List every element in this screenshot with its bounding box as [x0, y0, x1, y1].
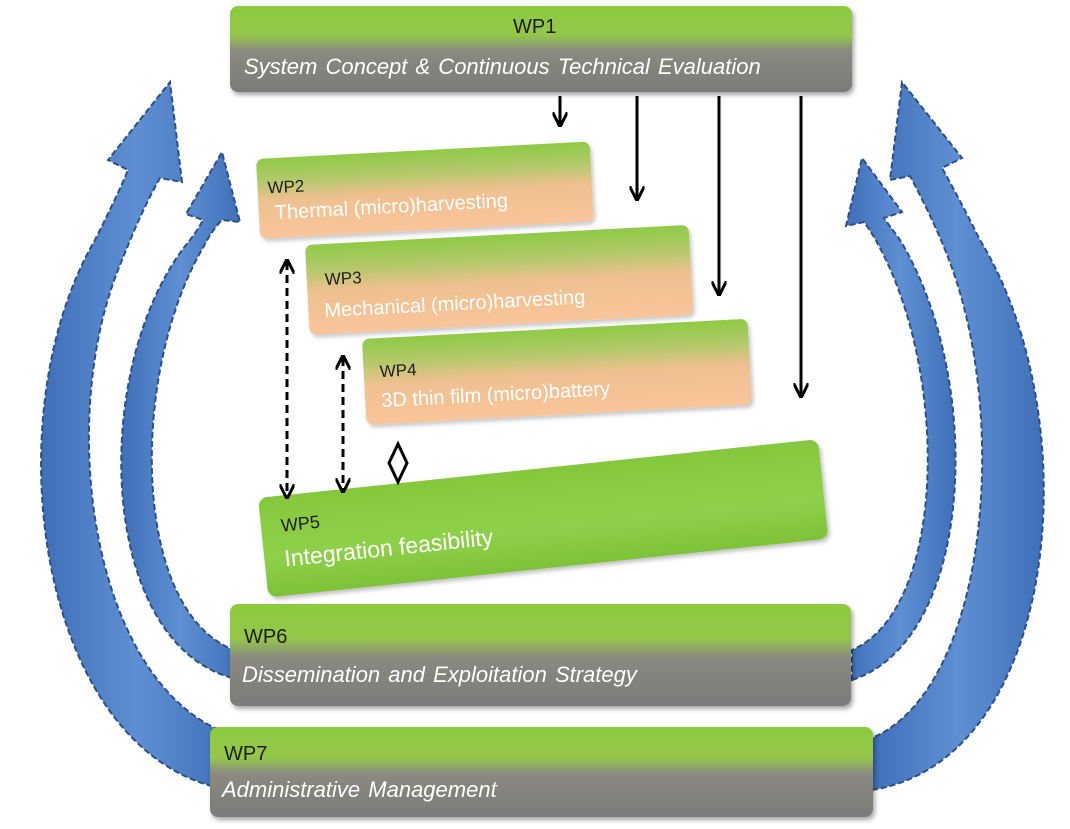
wp7-number: WP7: [224, 743, 268, 765]
inner-right-feedback-arrow: [844, 155, 957, 682]
wp6-title: Dissemination and Exploitation Strategy: [242, 662, 637, 687]
outer-left-feedback-arrow: [40, 79, 234, 792]
inner-left-feedback-arrow: [120, 149, 242, 680]
wp7-title: Administrative Management: [222, 777, 497, 802]
wp6-box: WP6 Dissemination and Exploitation Strat…: [230, 604, 851, 706]
arrow-wp4-wp5: [387, 440, 409, 486]
outer-right-feedback-arrow: [871, 79, 1045, 792]
wp7-box: WP7 Administrative Management: [210, 727, 873, 817]
wp1-number: WP1: [513, 16, 557, 38]
wp1-title: System Concept & Continuous Technical Ev…: [244, 54, 761, 79]
wp6-number: WP6: [244, 626, 288, 648]
wp1-box: WP1 System Concept & Continuous Technica…: [230, 6, 852, 92]
